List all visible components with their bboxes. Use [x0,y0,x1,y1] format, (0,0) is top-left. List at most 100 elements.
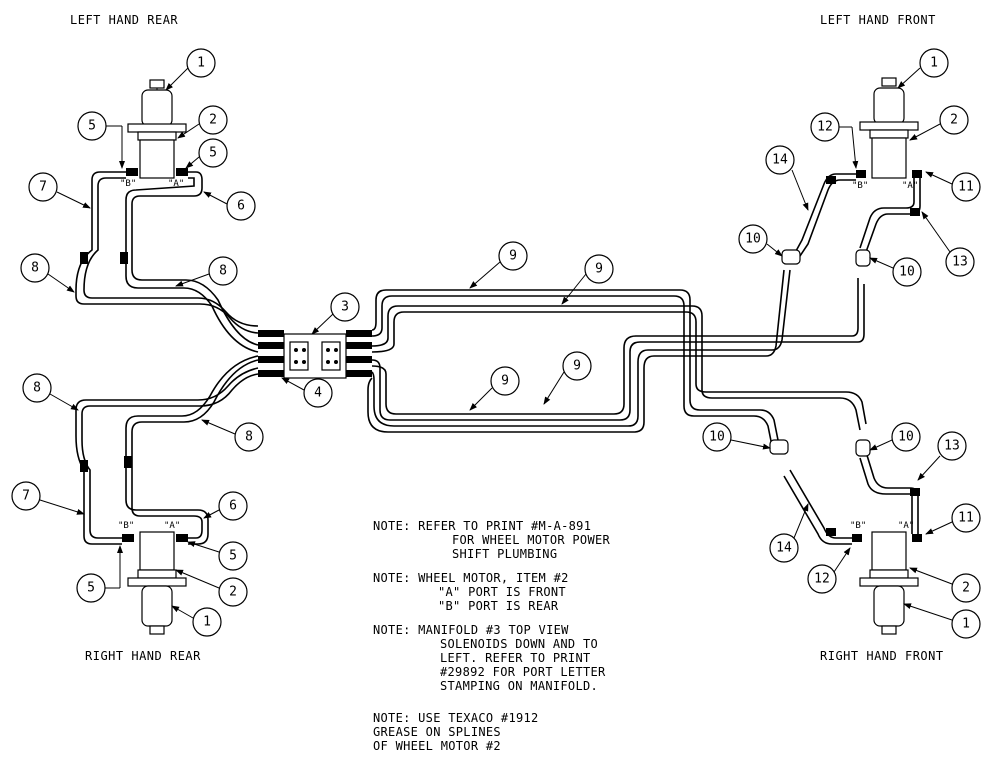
svg-text:7: 7 [39,180,47,195]
svg-text:8: 8 [245,430,253,445]
callout-14-lhf: 14 [765,145,809,211]
svg-text:FOR WHEEL MOTOR POWER: FOR WHEEL MOTOR POWER [452,533,610,547]
svg-text:8: 8 [219,264,227,279]
callout-1-lhr: 1 [165,48,216,91]
callout-9-c: 9 [543,351,592,405]
svg-text:5: 5 [87,581,95,596]
svg-text:13: 13 [944,439,960,454]
svg-text:9: 9 [509,249,517,264]
callout-10-lhf-right: 10 [869,257,922,287]
wheel-motor-right-front: "B" "A" [850,521,922,635]
svg-text:LEFT. REFER TO PRINT: LEFT. REFER TO PRINT [440,651,591,665]
callout-9-d: 9 [469,366,520,411]
svg-text:2: 2 [209,113,217,128]
note-1: NOTE: REFER TO PRINT #M-A-891 FOR WHEEL … [373,519,610,561]
callout-5-rhr-left: 5 [76,545,123,603]
svg-text:14: 14 [776,541,792,556]
callout-12-rhf: 12 [807,547,851,594]
callout-4: 4 [281,377,333,408]
title-left-hand-front: LEFT HAND FRONT [820,13,936,27]
svg-text:8: 8 [33,381,41,396]
callout-8-lhr-right: 8 [175,256,238,287]
svg-text:9: 9 [501,374,509,389]
title-right-hand-rear: RIGHT HAND REAR [85,649,201,663]
manifold [283,333,347,379]
callout-10-rhf-right: 10 [869,422,921,452]
svg-text:5: 5 [229,549,237,564]
callout-1-rhr: 1 [171,605,222,637]
port-a-label-lhr: "A" [168,179,184,189]
wheel-motor-left-front: "B" "A" [852,77,922,191]
callout-1-lhf: 1 [897,48,949,89]
note-4: NOTE: USE TEXACO #1912 GREASE ON SPLINES… [373,711,539,753]
port-b-label-lhf: "B" [852,181,868,191]
svg-text:3: 3 [341,300,349,315]
svg-text:10: 10 [898,430,914,445]
callout-11-lhf: 11 [925,171,981,202]
callout-13-lhf: 13 [921,211,975,277]
callout-2-rhr: 2 [175,569,248,607]
wheel-motor-right-rear: "B" "A" [118,521,188,635]
svg-text:13: 13 [952,255,968,270]
svg-text:8: 8 [31,261,39,276]
svg-text:5: 5 [209,146,217,161]
callout-10-lhf-left: 10 [738,224,783,257]
hose-lines [75,171,921,545]
note-2: NOTE: WHEEL MOTOR, ITEM #2 "A" PORT IS F… [373,571,568,613]
svg-text:6: 6 [237,199,245,214]
svg-text:14: 14 [772,153,788,168]
svg-text:10: 10 [709,430,725,445]
svg-text:1: 1 [197,56,205,71]
callout-8-rhr-left: 8 [22,373,79,411]
svg-text:6: 6 [229,499,237,514]
svg-text:NOTE: MANIFOLD #3 TOP VIEW: NOTE: MANIFOLD #3 TOP VIEW [373,623,569,637]
callout-2-lhr: 2 [177,105,228,139]
wheel-motor-left-rear: "B" "A" [120,79,188,189]
svg-text:4: 4 [314,386,322,401]
port-a-label-rhf: "A" [898,521,914,531]
manifold-fittings [258,330,372,377]
callout-9-b: 9 [561,254,614,305]
svg-text:1: 1 [962,617,970,632]
svg-text:"B" PORT IS REAR: "B" PORT IS REAR [438,599,559,613]
port-b-label-rhf: "B" [850,521,866,531]
callout-5-rhr-right: 5 [187,541,248,571]
port-a-label-lhf: "A" [902,181,918,191]
svg-text:NOTE: USE TEXACO #1912: NOTE: USE TEXACO #1912 [373,711,539,725]
callout-9-a: 9 [469,241,528,289]
svg-text:7: 7 [22,489,30,504]
callouts: 1 2 5 5 7 6 8 8 3 4 8 8 7 6 5 5 2 1 9 9 … [11,48,981,639]
title-right-hand-front: RIGHT HAND FRONT [820,649,944,663]
callout-10-rhf-left: 10 [702,422,771,452]
callout-11-rhf: 11 [925,503,981,535]
port-b-label-rhr: "B" [118,521,134,531]
callout-14-rhf: 14 [769,503,809,563]
callout-12-lhf: 12 [810,112,859,169]
svg-text:OF WHEEL MOTOR #2: OF WHEEL MOTOR #2 [373,739,501,753]
svg-text:5: 5 [88,119,96,134]
svg-text:STAMPING ON MANIFOLD.: STAMPING ON MANIFOLD. [440,679,598,693]
port-a-label-rhr: "A" [164,521,180,531]
svg-text:11: 11 [958,511,974,526]
svg-text:9: 9 [573,359,581,374]
notes: NOTE: REFER TO PRINT #M-A-891 FOR WHEEL … [373,519,610,753]
svg-text:2: 2 [229,585,237,600]
callout-3: 3 [311,292,360,335]
callout-6-lhr: 6 [203,191,256,221]
svg-text:2: 2 [962,581,970,596]
callout-2-rhf: 2 [909,567,981,603]
svg-text:2: 2 [950,113,958,128]
callout-7-lhr: 7 [28,172,91,209]
note-3: NOTE: MANIFOLD #3 TOP VIEW SOLENOIDS DOW… [373,623,606,693]
callout-6-rhr: 6 [203,491,248,521]
svg-text:SOLENOIDS DOWN AND TO: SOLENOIDS DOWN AND TO [440,637,598,651]
svg-text:10: 10 [899,265,915,280]
callout-13-rhf: 13 [917,431,967,481]
svg-text:1: 1 [930,56,938,71]
callout-7-rhr: 7 [11,481,85,515]
title-left-hand-rear: LEFT HAND REAR [70,13,178,27]
callout-1-rhf: 1 [903,603,981,639]
svg-text:12: 12 [817,120,833,135]
port-b-label-lhr: "B" [120,179,136,189]
